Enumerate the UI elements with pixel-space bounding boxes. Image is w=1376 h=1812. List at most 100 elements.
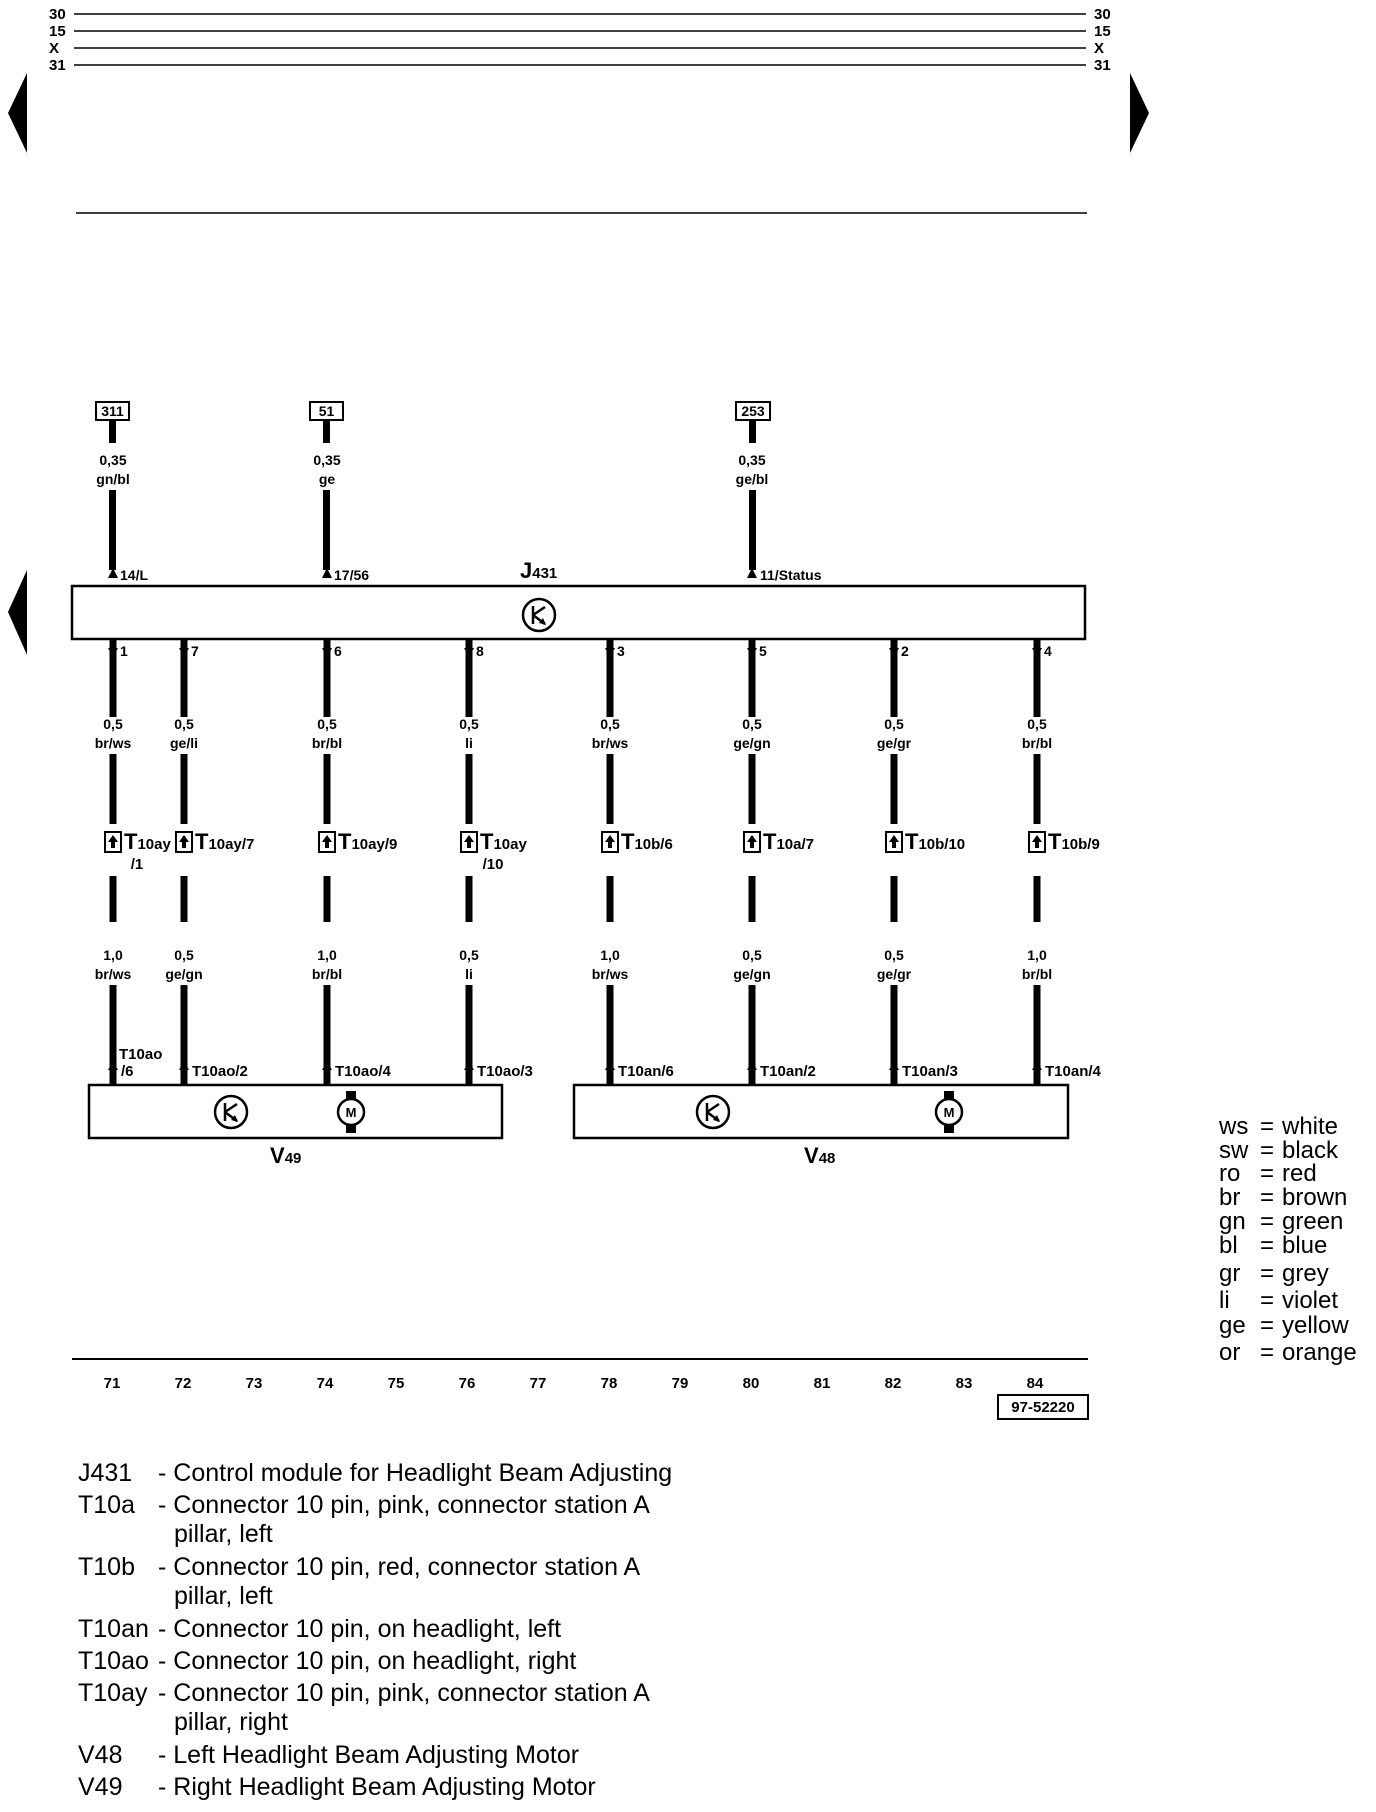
track-number: 80 xyxy=(743,1375,760,1392)
wire-size: 0,5 xyxy=(600,716,620,732)
next-page-arrow[interactable] xyxy=(1130,73,1149,153)
wire-color: ge/gr xyxy=(877,966,912,982)
wire-color: li xyxy=(465,966,473,982)
pin-arrow-icon xyxy=(1032,648,1042,657)
motor-v49[interactable]: M V49 xyxy=(87,1083,504,1168)
top-pin-labels: 14/L 17/56 11/Status xyxy=(120,567,822,583)
pin-arrow-icon xyxy=(108,648,118,657)
connector-label: T10a/7 xyxy=(763,829,814,854)
rail-label-left: 31 xyxy=(49,57,66,74)
motor-label: V49 xyxy=(270,1143,301,1168)
track-number: 73 xyxy=(246,1375,263,1392)
wire xyxy=(109,985,117,1085)
reference-box xyxy=(95,401,130,421)
legend-description: pillar, left xyxy=(174,1520,273,1548)
wire-size: 0,5 xyxy=(459,716,479,732)
sensor-icon xyxy=(695,1094,731,1130)
wire xyxy=(323,490,330,570)
legend-code: T10ao xyxy=(78,1647,149,1675)
track-number: 77 xyxy=(530,1375,547,1392)
legend-description: - Left Headlight Beam Adjusting Motor xyxy=(158,1741,579,1769)
wire xyxy=(323,754,331,824)
wire-size: 0,35 xyxy=(738,452,765,468)
diagram-number-box xyxy=(997,1394,1089,1420)
color-name: violet xyxy=(1282,1287,1338,1314)
wire xyxy=(748,876,756,922)
control-module-j431[interactable]: J431 xyxy=(70,558,1087,641)
pin-label: 4 xyxy=(1044,643,1052,659)
sensor-icon xyxy=(213,1094,249,1130)
reference-box-label: 253 xyxy=(741,403,765,419)
color-code: ge xyxy=(1219,1312,1246,1339)
wire xyxy=(109,640,117,717)
pin-arrow-icon xyxy=(747,568,757,578)
track-number: 74 xyxy=(317,1375,334,1392)
connector-label: T10b/10 xyxy=(905,829,965,854)
pin-arrow-icon xyxy=(747,648,757,657)
connector-label: T10b/6 xyxy=(621,829,673,854)
wire xyxy=(323,876,331,922)
color-equals: = xyxy=(1260,1137,1274,1164)
wire-color: br/ws xyxy=(95,735,132,751)
wire-color: br/bl xyxy=(1022,966,1052,982)
track-number: 81 xyxy=(814,1375,831,1392)
wire-size: 0,5 xyxy=(103,716,123,732)
color-name: black xyxy=(1282,1137,1339,1164)
diagram-number: 97-52220 xyxy=(1011,1399,1074,1416)
motor-box xyxy=(87,1083,504,1140)
motor-v48[interactable]: M V48 xyxy=(572,1083,1070,1168)
rail-label-right: 31 xyxy=(1094,57,1111,74)
connector-icon xyxy=(885,831,903,853)
color-code: bl xyxy=(1219,1232,1238,1259)
wire xyxy=(749,490,756,570)
wire xyxy=(180,640,188,717)
reference-box xyxy=(309,401,344,421)
continuation-arrow[interactable] xyxy=(8,570,27,655)
supply-rails: 30 15 X 31 30 15 X 31 xyxy=(49,6,1111,214)
wire xyxy=(109,490,116,570)
wire-color: br/ws xyxy=(592,735,629,751)
pin-arrow-icon xyxy=(108,1061,118,1070)
wire xyxy=(1033,640,1041,717)
motor-icon: M xyxy=(934,1091,964,1133)
motor-letter: M xyxy=(346,1105,357,1120)
rail-label-right: 30 xyxy=(1094,6,1111,23)
wire xyxy=(748,985,756,1085)
rail-label-right: X xyxy=(1094,40,1104,57)
pin-arrow-icon xyxy=(108,568,118,578)
color-equals: = xyxy=(1260,1232,1274,1259)
wire-color: br/bl xyxy=(312,966,342,982)
top-wire-labels: 0,35 gn/bl 0,35 ge 0,35 ge/bl xyxy=(96,452,768,487)
track-number: 83 xyxy=(956,1375,973,1392)
wire xyxy=(180,754,188,824)
wire-color: br/ws xyxy=(95,966,132,982)
pin-arrow-icon xyxy=(605,648,615,657)
pin-label: 11/Status xyxy=(760,567,822,583)
wire-size: 0,5 xyxy=(742,947,762,963)
pin-arrow-icon xyxy=(464,648,474,657)
wire xyxy=(109,421,116,443)
connector-icon xyxy=(318,831,336,853)
wire xyxy=(465,985,473,1085)
prev-page-arrow[interactable] xyxy=(8,73,27,153)
legend-code: T10ay xyxy=(78,1679,148,1707)
pin-arrow-icon xyxy=(322,568,332,578)
wire xyxy=(180,985,188,1085)
wire-size: 1,0 xyxy=(600,947,620,963)
color-equals: = xyxy=(1260,1184,1274,1211)
connector-icon xyxy=(1028,831,1046,853)
track-number: 79 xyxy=(672,1375,689,1392)
end-pin-label: T10an/4 xyxy=(1045,1063,1102,1080)
track-number: 82 xyxy=(885,1375,902,1392)
track-number: 75 xyxy=(388,1375,405,1392)
wire-size: 0,5 xyxy=(1027,716,1047,732)
wire xyxy=(606,754,614,824)
wire-color: li xyxy=(465,735,473,751)
rail-label-left: 15 xyxy=(49,23,66,40)
connector-icon xyxy=(460,831,478,853)
color-name: red xyxy=(1282,1160,1317,1187)
legend-description: - Control module for Headlight Beam Adju… xyxy=(158,1459,672,1487)
wire xyxy=(890,754,898,824)
connector-label: T10ay xyxy=(480,829,527,854)
